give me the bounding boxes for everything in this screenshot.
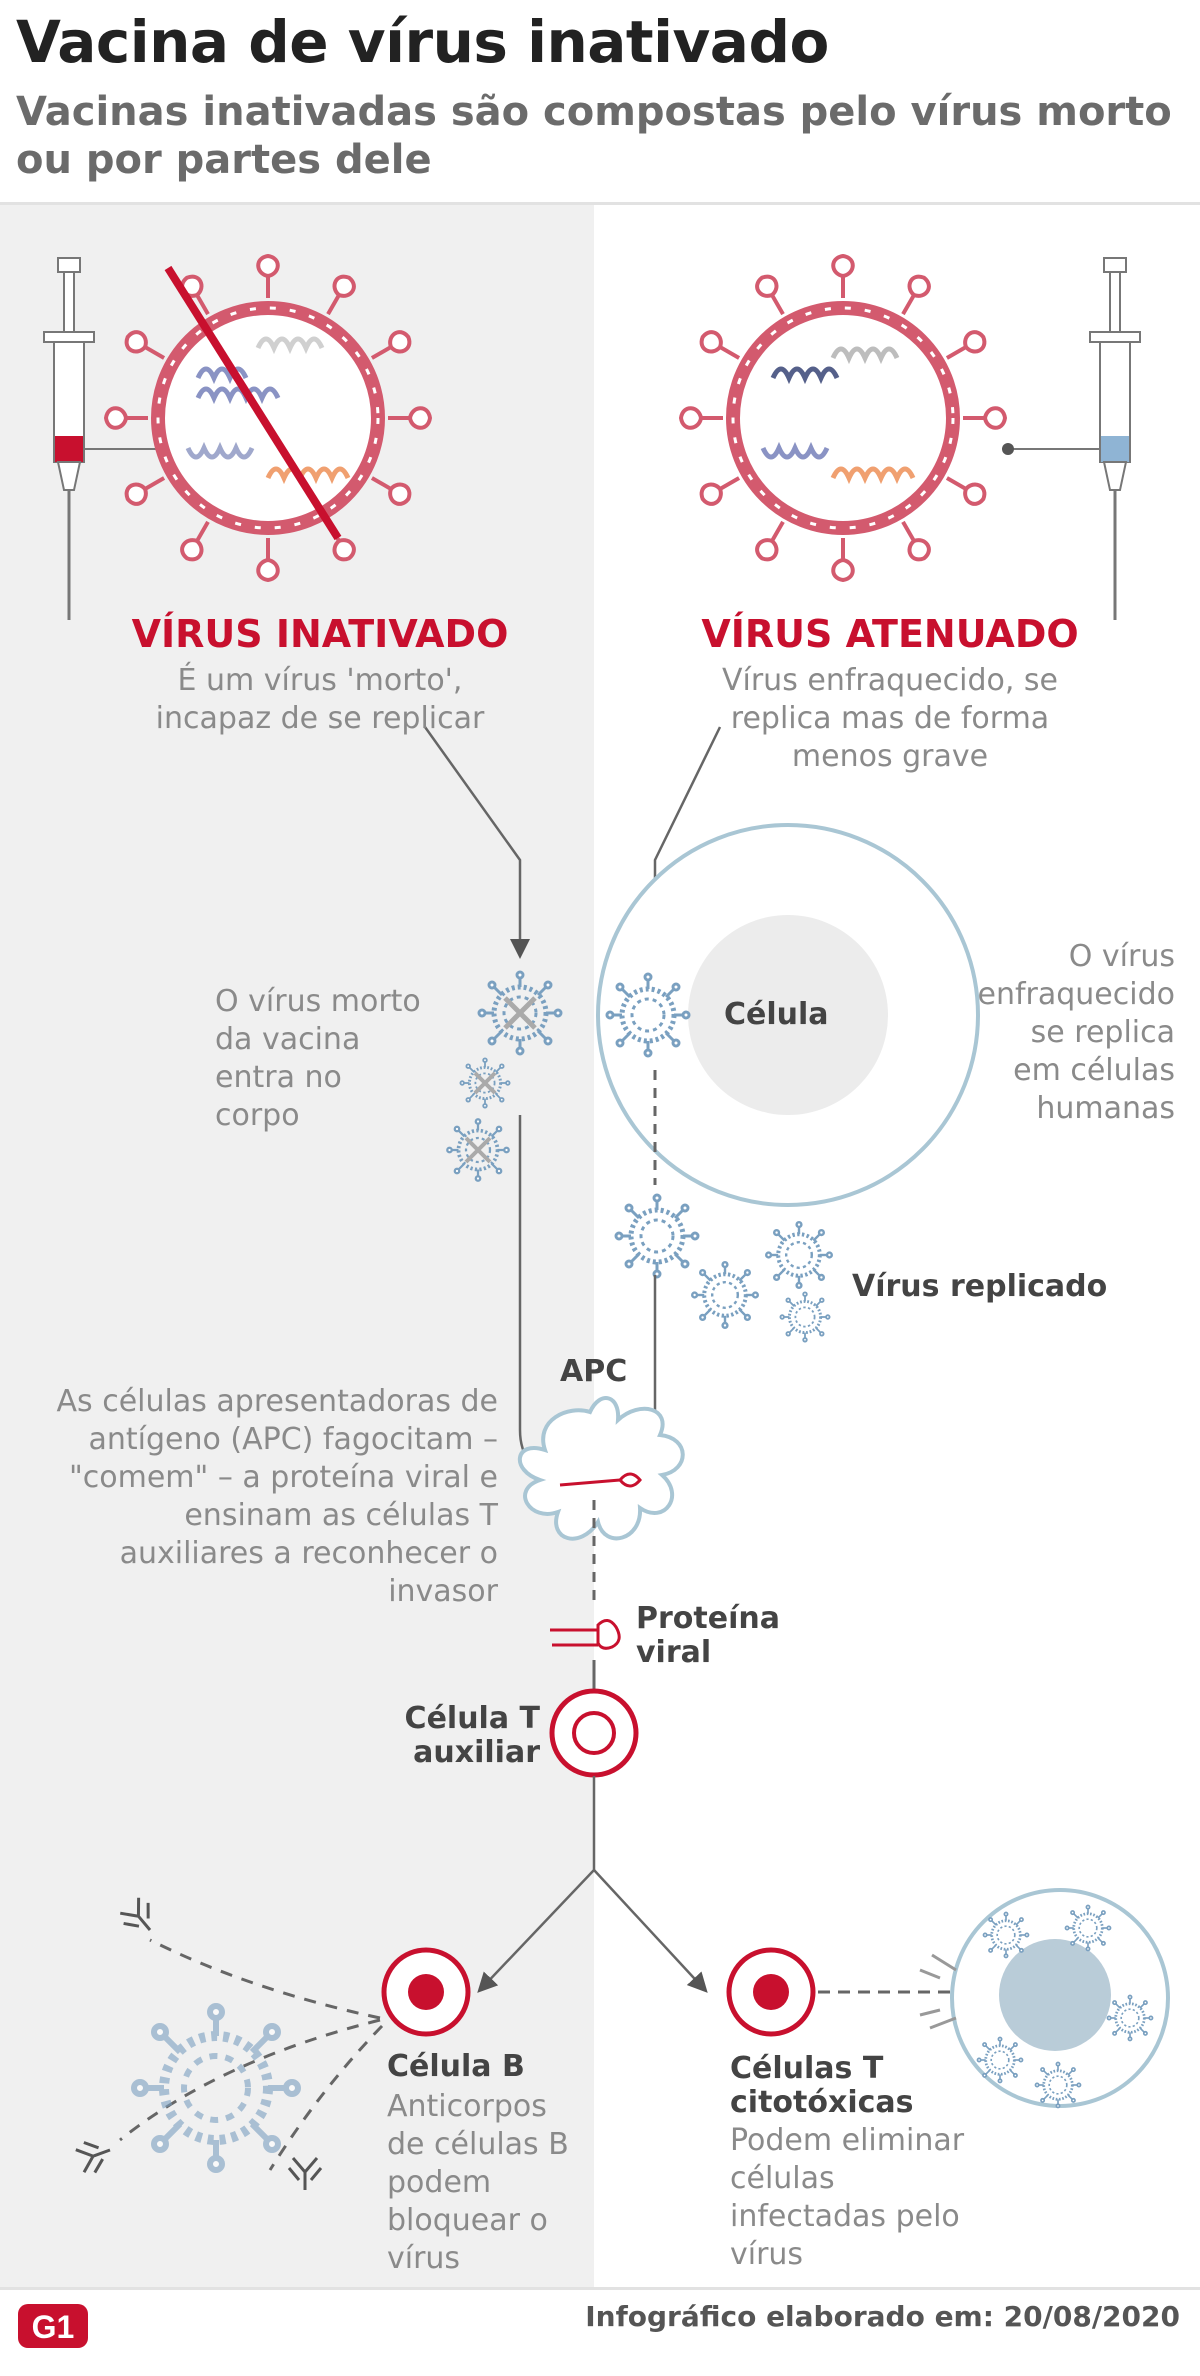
apc-label: APC — [560, 1354, 628, 1389]
t-helper-label: Célula T auxiliar — [404, 1701, 540, 1770]
antibody-icon — [115, 1893, 164, 1942]
page-title: Vacina de vírus inativado — [16, 8, 829, 76]
b-cell-description: Anticorpos de células B podem bloquear o… — [387, 2089, 569, 2276]
attenuated-virus-icon — [679, 254, 1007, 582]
b-cell-label: Célula B — [387, 2049, 525, 2084]
apc-description: As células apresentadoras de antígeno (A… — [56, 1384, 498, 1609]
b-cell-icon — [381, 1947, 471, 2037]
footer-credit: Infográfico elaborado em: 20/08/2020 — [585, 2300, 1180, 2333]
inactivated-panel — [0, 205, 594, 2287]
blocked-virus-icon — [134, 2006, 298, 2170]
logo-text: G1 — [32, 2309, 75, 2345]
cytotoxic-t-label: Células T citotóxicas — [730, 2051, 914, 2120]
replicated-virus-icon — [616, 1195, 832, 1344]
replicated-virus-label: Vírus replicado — [852, 1269, 1108, 1304]
g1-logo-icon: G1 — [18, 2300, 90, 2352]
cell-nucleus-icon — [688, 915, 888, 1115]
antibody-icon — [287, 2156, 323, 2192]
cytotoxic-t-description: Podem eliminar células infectadas pelo v… — [730, 2123, 965, 2272]
viral-protein-icon — [550, 1619, 621, 1650]
t-helper-cell-icon — [549, 1688, 639, 1778]
infected-cell-icon — [919, 1888, 1170, 2109]
inactivated-description: É um vírus 'morto', incapaz de se replic… — [155, 663, 485, 736]
attenuated-description: Vírus enfraquecido, se replica mas de fo… — [721, 663, 1059, 774]
viral-protein-label: Proteína viral — [636, 1601, 780, 1670]
dead-virus-icon — [445, 972, 561, 1183]
attenuated-replicates-text: O vírus enfraquecido se replica em célul… — [977, 939, 1176, 1126]
antibody-icon — [72, 2133, 117, 2178]
page-subtitle: Vacinas inativadas são compostas pelo ví… — [16, 89, 1172, 183]
inactivated-heading: VÍRUS INATIVADO — [131, 612, 509, 656]
attenuated-heading: VÍRUS ATENUADO — [701, 612, 1079, 656]
header-divider — [0, 202, 1200, 205]
inactivated-virus-icon — [104, 254, 432, 582]
cytotoxic-t-cell-icon — [726, 1947, 816, 2037]
apc-cell-icon — [518, 1396, 685, 1541]
dead-virus-enters-text: O vírus morto da vacina entra no corpo — [215, 984, 421, 1133]
syringe-right-icon — [1002, 257, 1141, 620]
cell-label: Célula — [724, 997, 829, 1032]
footer-divider — [0, 2287, 1200, 2290]
